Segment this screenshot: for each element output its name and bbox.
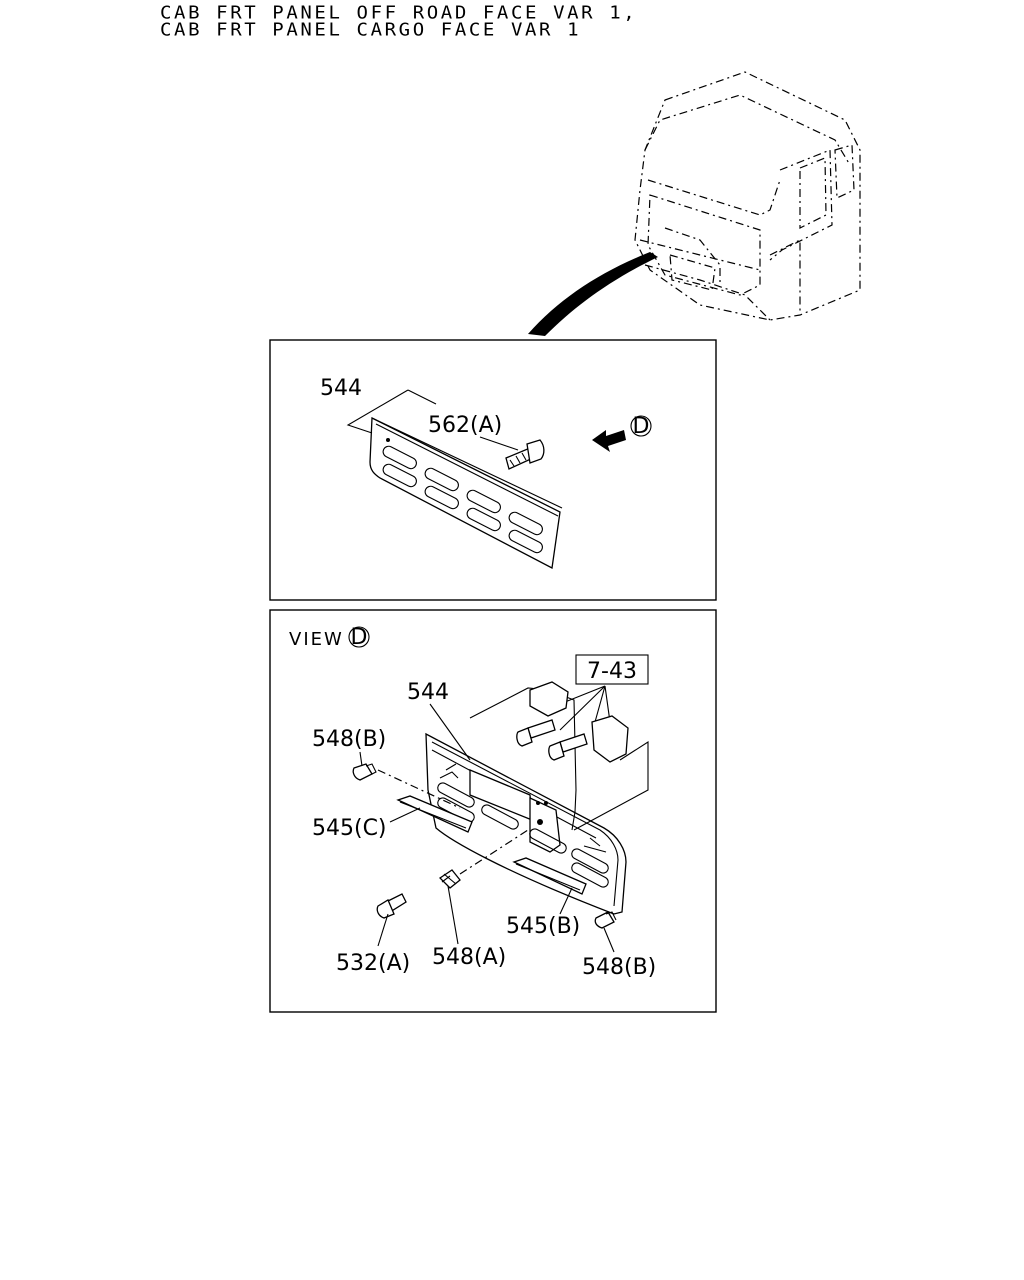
view-title: VIEW <box>289 629 344 650</box>
view-marker-circle-bottom <box>348 626 370 648</box>
label-548a: 548(A) <box>432 945 506 970</box>
screw-532a <box>376 893 407 919</box>
grille-544-rear <box>425 732 627 915</box>
bracket-bolt-left <box>516 719 556 747</box>
header-line-2: CAB FRT PANEL CARGO FACE VAR 1 <box>160 19 582 41</box>
headlamp-bracket-left <box>469 681 577 831</box>
label-548b-top: 548(B) <box>312 727 386 752</box>
view-marker-circle-top <box>630 415 652 437</box>
truck-cab-outline <box>634 71 861 321</box>
label-544-rear: 544 <box>407 680 449 705</box>
label-548b-bottom: 548(B) <box>582 955 656 980</box>
ref-box-7-43 <box>575 654 649 685</box>
bolt-562a <box>505 439 545 470</box>
detail-leader-arrow <box>528 252 658 336</box>
grille-544-top <box>369 416 563 570</box>
label-544-top: 544 <box>320 376 362 401</box>
view-marker-bottom: D <box>351 625 368 650</box>
strip-545b <box>512 857 587 895</box>
label-562a: 562(A) <box>428 413 502 438</box>
clip-548b-bottom <box>594 911 617 929</box>
diagram-header: CAB FRT PANEL OFF ROAD FACE VAR 1, CAB F… <box>160 2 638 41</box>
top-detail-frame <box>269 339 717 601</box>
label-545b: 545(B) <box>506 914 580 939</box>
bottom-detail-frame <box>269 609 717 1013</box>
ref-box-label: 7-43 <box>587 659 637 684</box>
header-line-1: CAB FRT PANEL OFF ROAD FACE VAR 1, <box>160 2 638 23</box>
clip-548a <box>438 869 461 889</box>
view-direction-arrow <box>592 430 626 452</box>
headlamp-bracket-right <box>573 715 649 831</box>
view-marker-top: D <box>633 414 650 439</box>
bracket-bolt-right <box>548 733 588 761</box>
label-545c: 545(C) <box>312 816 387 841</box>
clip-548b-top <box>352 763 377 781</box>
strip-545c <box>396 795 473 833</box>
label-532a: 532(A) <box>336 951 410 976</box>
